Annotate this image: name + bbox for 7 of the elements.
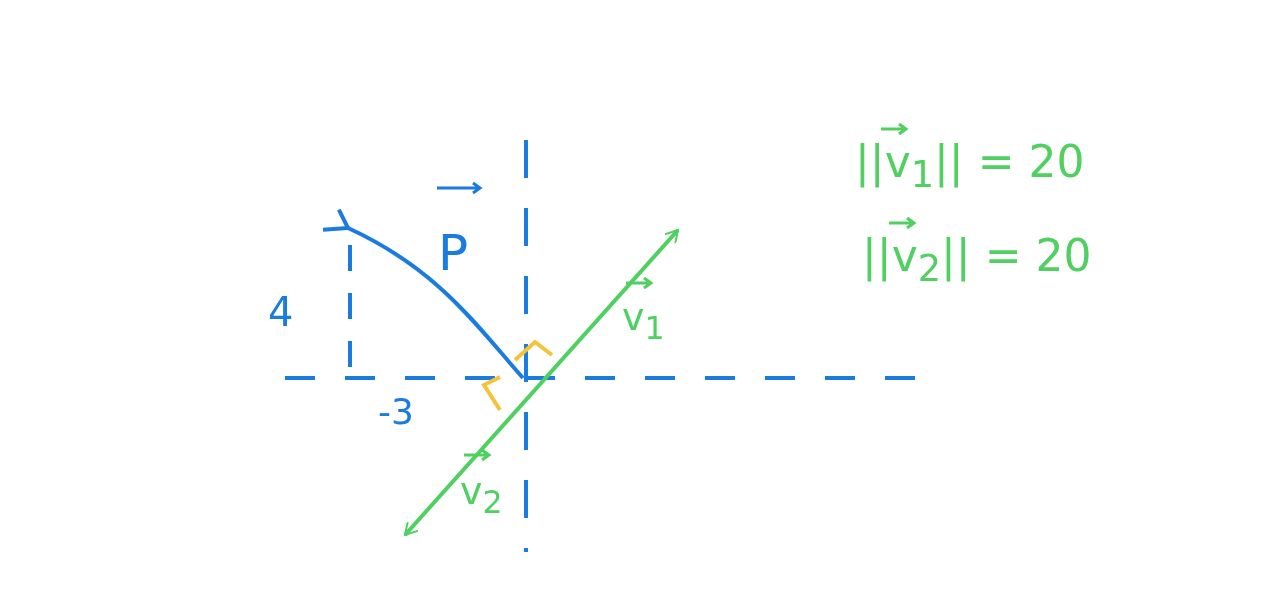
vector-name: v$_{1}$ [622, 298, 665, 345]
magnitude-equation: ||v$_{1}$|| = 20 [855, 140, 1085, 194]
magnitude-equation: ||v$_{2}$|| = 20 [862, 234, 1092, 288]
vector-name: P [438, 228, 469, 278]
component-value: -3 [378, 394, 414, 430]
vector-name: v$_{2}$ [460, 472, 503, 519]
component-value: 4 [268, 292, 294, 332]
